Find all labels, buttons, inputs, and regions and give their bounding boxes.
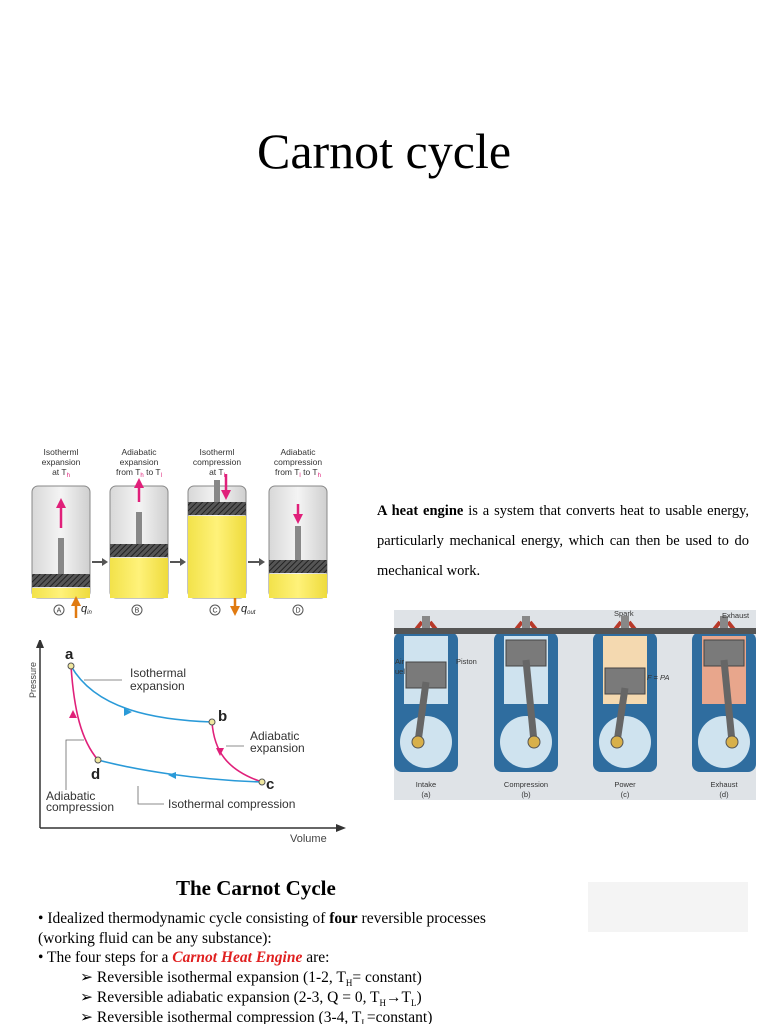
engine-stage-1: [394, 616, 458, 772]
step-b-caption-1: Adiabatic: [122, 447, 158, 457]
stage-intake-label: Intake: [416, 780, 436, 789]
step-a-caption-3: at Th: [52, 467, 70, 479]
slide-step-1: ➢ Reversible isothermal expansion (1-2, …: [80, 969, 422, 989]
slide-step-2: ➢ Reversible adiabatic expansion (2-3, Q…: [80, 989, 422, 1009]
fuel-label: uel: [395, 667, 405, 676]
adiabatic-compression-label-2: compression: [46, 800, 114, 814]
air-label: Air: [395, 657, 405, 666]
adiabatic-compression-label-1: Adiabatic: [46, 789, 95, 803]
slide-bullet-2: • The four steps for a Carnot Heat Engin…: [38, 949, 330, 966]
slide-step-3: ➢ Reversible isothermal compression (3-4…: [80, 1009, 433, 1024]
engine-stage-4: [692, 616, 756, 772]
piston-label: Piston: [456, 657, 477, 666]
stage-compression-label: Compression: [504, 780, 548, 789]
isothermal-expansion-curve: [70, 665, 213, 723]
stage-intake-letter: (a): [421, 790, 431, 799]
letter-b: B: [135, 608, 140, 615]
step-c-caption-2: compression: [193, 457, 241, 467]
letter-a: A: [57, 608, 62, 615]
heat-engine-definition: is a system that converts heat to usable…: [377, 503, 750, 579]
exhaust-top-label: Exhaust: [722, 611, 750, 620]
letter-c: C: [212, 608, 217, 615]
engine-stage-2: [494, 616, 558, 772]
step-a-caption-2: expansion: [42, 457, 81, 467]
cylinder-b: [109, 478, 169, 599]
heat-engine-term: A heat engine: [377, 503, 464, 519]
slide-bullet-1-cont: (working fluid can be any substance):: [38, 930, 272, 947]
step-d-caption-1: Adiabatic: [281, 447, 317, 457]
stage-power-letter: (c): [621, 790, 630, 799]
force-label: F = PA: [647, 673, 669, 682]
slide-title: The Carnot Cycle: [176, 876, 336, 900]
slide-shade: [588, 882, 748, 932]
cylinder-a: [31, 485, 91, 599]
adiabatic-expansion-label-1: Adiabatic: [250, 729, 299, 743]
pv-diagram: Pressure Volume a b c d Isothermal expan…: [28, 640, 346, 845]
step-b-caption-3: from Th to Tl: [116, 467, 162, 479]
point-a: a: [65, 646, 74, 663]
heat-engine-description: A heat engine is a system that converts …: [377, 496, 749, 586]
stage-exhaust-label: Exhaust: [710, 780, 738, 789]
stage-exhaust-letter: (d): [719, 790, 729, 799]
isothermal-expansion-label-2: expansion: [130, 679, 185, 693]
stage-compression-letter: (b): [521, 790, 531, 799]
point-c: c: [266, 776, 274, 793]
q-in-label: qin: [81, 603, 92, 616]
isothermal-compression-curve: [97, 759, 263, 783]
isothermal-compression-label: Isothermal compression: [168, 797, 295, 811]
step-c-caption-1: Isotherml: [200, 447, 235, 457]
pressure-axis-label: Pressure: [28, 662, 38, 698]
isothermal-expansion-label-1: Isothermal: [130, 666, 186, 680]
adiabatic-expansion-curve: [211, 721, 263, 783]
slide-bullet-1: • Idealized thermodynamic cycle consisti…: [38, 910, 486, 927]
step-a-caption-1: Isotherml: [44, 447, 79, 457]
step-d-caption-3: from Tl to Th: [275, 467, 321, 479]
point-d: d: [91, 766, 100, 783]
letter-d: D: [295, 608, 300, 615]
step-c-caption-3: at Tl: [209, 467, 225, 479]
step-d-caption-2: compression: [274, 457, 322, 467]
four-stroke-engine-diagram: Spark Exhaust Air uel Piston F = PA Inta…: [394, 610, 756, 800]
carnot-slide-excerpt: The Carnot Cycle • Idealized thermodynam…: [0, 872, 768, 1024]
point-b: b: [218, 708, 227, 725]
cylinder-d: [268, 485, 328, 599]
adiabatic-expansion-label-2: expansion: [250, 741, 305, 755]
step-b-caption-2: expansion: [120, 457, 159, 467]
adiabatic-compression-curve: [70, 665, 99, 761]
spark-label: Spark: [614, 610, 634, 618]
q-out-label: qout: [241, 603, 256, 616]
piston-cylinder-diagram: Isotherml expansion at Th Adiabatic expa…: [31, 447, 328, 618]
volume-axis-label: Volume: [290, 833, 327, 845]
stage-power-label: Power: [614, 780, 636, 789]
cylinder-c: [187, 474, 247, 599]
page-title: Carnot cycle: [256, 123, 512, 179]
engine-stage-3: [593, 616, 657, 772]
